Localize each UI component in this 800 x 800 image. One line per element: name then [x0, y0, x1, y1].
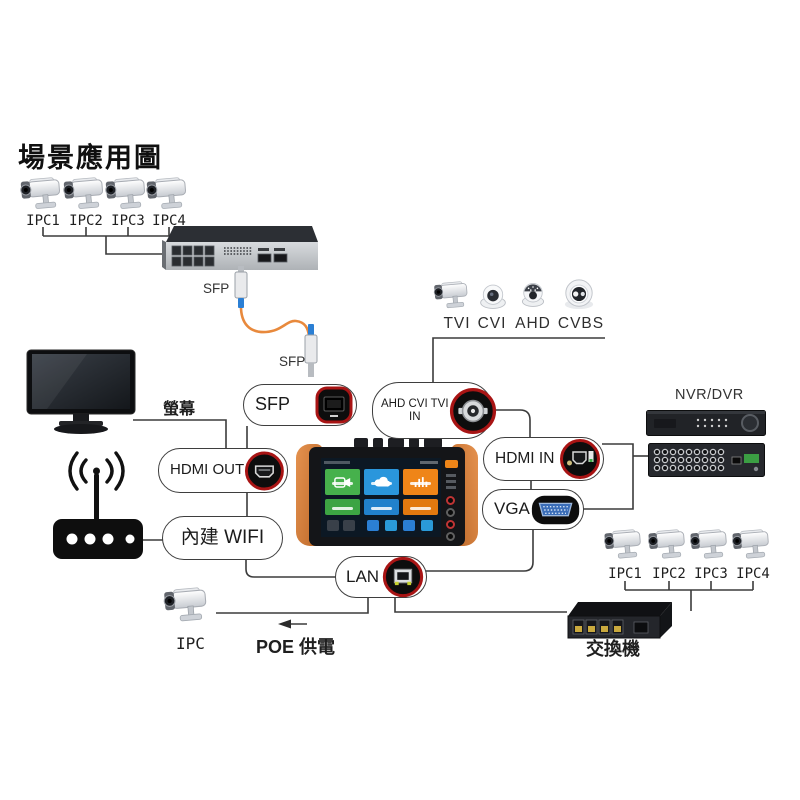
bullet-camera-icon	[727, 526, 778, 569]
page-title: 場景應用圖	[18, 143, 163, 173]
bullet-camera-icon	[158, 584, 218, 634]
tester-screen-tile	[403, 469, 438, 495]
cctv-tester	[296, 438, 478, 550]
tester-top-connector	[388, 438, 404, 448]
port-callout-sfp: SFP	[243, 384, 357, 426]
cvi-dome-camera-icon	[478, 283, 508, 310]
tester-app-icon	[421, 520, 433, 531]
tester-screen-tile	[403, 499, 438, 515]
vga-port-icon	[531, 495, 580, 524]
tester-app-icon	[327, 520, 339, 531]
hdmi-in-port-label: HDMI IN	[495, 450, 555, 468]
tester-top-connector	[354, 438, 368, 448]
analog-camera-label: TVI	[443, 315, 471, 332]
tester-terminal	[446, 520, 455, 529]
tvi-bullet-camera-icon	[430, 278, 477, 318]
tester-terminal	[446, 532, 455, 541]
fiber-cable	[239, 302, 311, 337]
builtin-wifi-label: 內建 WIFI	[180, 526, 265, 548]
camera-label: IPC2	[652, 566, 686, 582]
lan-port-icon	[382, 556, 424, 598]
tester-top-connector	[409, 438, 419, 448]
tester-screen-tile	[325, 499, 360, 515]
port-callout-lan: LAN	[335, 556, 427, 598]
tester-side-controls	[443, 458, 463, 544]
sfp-module-icon	[304, 324, 318, 377]
camera-label: IPC3	[694, 566, 728, 582]
nvr-rear-icon	[648, 443, 765, 477]
tester-statusbar-right	[420, 461, 438, 464]
camera-label: IPC4	[736, 566, 770, 582]
tester-screen-tile	[325, 469, 360, 495]
tester-app-icon	[385, 520, 397, 531]
ahd-port-label-line2: IN	[409, 410, 421, 423]
hdmi-out-port-icon	[245, 451, 285, 490]
tester-screen-tile	[364, 469, 399, 495]
wifi-router-icon	[53, 451, 143, 559]
monitor-label: 螢幕	[163, 401, 196, 418]
port-callout-builtin-wifi: 內建 WIFI	[162, 516, 283, 560]
vga-port-label: VGA	[494, 499, 530, 519]
port-callout-hdmi-in: HDMI IN	[483, 437, 604, 481]
ipc-label: IPC	[176, 634, 205, 653]
sfp-port-label: SFP	[255, 394, 291, 415]
analog-camera-label: AHD	[515, 315, 551, 332]
camera-label: IPC2	[69, 213, 103, 229]
poe-label: POE 供電	[256, 637, 336, 657]
camera-label: IPC4	[152, 213, 186, 229]
sfp-module-label: SFP	[279, 354, 306, 369]
tester-app-icon	[403, 520, 415, 531]
tester-power-button	[445, 460, 458, 468]
monitor-icon	[26, 349, 136, 434]
tester-top-connector	[373, 438, 383, 448]
tester-terminal	[446, 496, 455, 505]
sfp-port-icon	[315, 386, 353, 424]
bnc-port-icon	[449, 387, 496, 434]
tester-app-icon	[367, 520, 379, 531]
analog-camera-label: CVBS	[557, 315, 605, 332]
tester-app-icon	[343, 520, 355, 531]
switch-label: 交換機	[586, 639, 640, 659]
port-callout-ahd-cvi-tvi-in: AHD CVI TVI IN	[372, 382, 496, 439]
camera-label: IPC3	[111, 213, 145, 229]
tester-top-connector	[424, 438, 442, 448]
poe-switch-icon	[567, 602, 672, 639]
poe-arrow-head	[278, 619, 291, 629]
sfp-module-label: SFP	[203, 281, 230, 296]
port-callout-hdmi-out: HDMI OUT	[158, 448, 288, 493]
hdmi-out-port-label: HDMI OUT	[170, 461, 245, 479]
hdmi-in-port-icon	[560, 439, 600, 479]
ahd-dome-camera-icon	[518, 281, 548, 308]
camera-label: IPC1	[608, 566, 642, 582]
cvbs-turret-camera-icon	[560, 278, 598, 310]
port-callout-vga: VGA	[482, 489, 584, 530]
analog-camera-label: CVI	[477, 315, 507, 332]
tester-terminal	[446, 508, 455, 517]
nvr-front-icon	[646, 410, 766, 436]
lan-port-label: LAN	[346, 566, 380, 586]
tester-statusbar-left	[324, 461, 350, 464]
nvr-label: NVR/DVR	[675, 387, 744, 403]
ahd-port-label-line1: AHD CVI TVI	[381, 397, 449, 410]
tester-screen	[321, 458, 441, 537]
camera-label: IPC1	[26, 213, 60, 229]
tester-screen-tile	[364, 499, 399, 515]
fiber-switch	[162, 226, 318, 270]
sfp-module-icon	[234, 266, 248, 308]
